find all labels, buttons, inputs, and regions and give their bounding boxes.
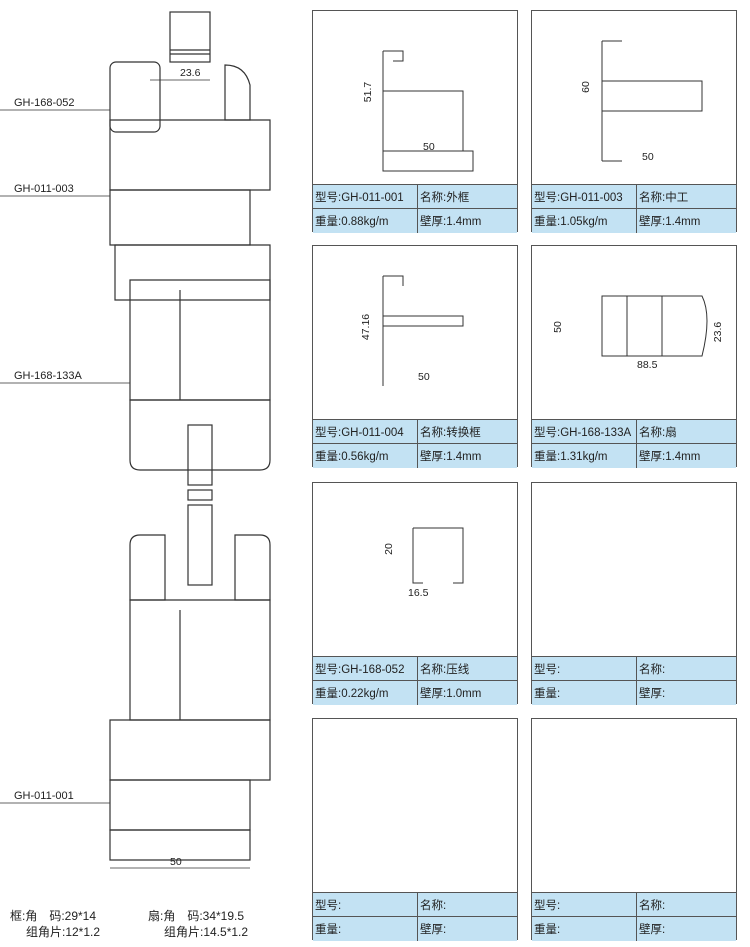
profile-drawing bbox=[313, 719, 517, 892]
wall-thickness: 壁厚: bbox=[639, 688, 666, 700]
weight: 重量:0.56kg/m bbox=[313, 444, 418, 468]
profile-drawing bbox=[532, 483, 736, 656]
profile-dimension: 20 bbox=[382, 543, 395, 555]
sash-accessories: 扇:角 码:34*19.5 组角片:14.5*1.2 bbox=[148, 908, 248, 940]
weight: 重量: bbox=[313, 917, 418, 941]
model-number: 型号: bbox=[532, 657, 637, 681]
assembly-dimension: 50 bbox=[170, 856, 182, 868]
model-number: 型号:GH-011-004 bbox=[313, 420, 418, 444]
profile-info-row: 重量:壁厚: bbox=[532, 680, 736, 705]
profile-dimension: 60 bbox=[579, 81, 592, 93]
profile-drawing: 60 50 bbox=[532, 11, 736, 184]
assembly-label: GH-011-003 bbox=[14, 183, 74, 195]
profile-drawing bbox=[532, 719, 736, 892]
assembly-label: GH-168-052 bbox=[14, 97, 75, 109]
wall-thickness: 壁厚: bbox=[420, 924, 447, 936]
profile-drawing: 50 88.5 23.6 bbox=[532, 246, 736, 419]
model-number: 型号: bbox=[532, 893, 637, 917]
frame-accessories: 框:角 码:29*14 组角片:12*1.2 bbox=[10, 908, 100, 940]
wall-thickness: 壁厚: bbox=[639, 924, 666, 936]
profile-dimension: 47.16 bbox=[360, 313, 373, 341]
profile-dimension: 50 bbox=[418, 371, 430, 383]
assembly-label: GH-011-001 bbox=[14, 790, 74, 802]
frame-corner-spec: 框:角 码:29*14 bbox=[10, 909, 97, 923]
assembly-section-drawing bbox=[0, 11, 271, 869]
profile-dimension: 23.6 bbox=[712, 321, 725, 343]
profile-drawing: 20 16.5 bbox=[313, 483, 517, 656]
sash-piece-spec: 组角片:14.5*1.2 bbox=[164, 925, 249, 939]
wall-thickness: 壁厚:1.0mm bbox=[420, 688, 482, 700]
frame-piece-spec: 组角片:12*1.2 bbox=[26, 925, 101, 939]
assembly-label: GH-168-133A bbox=[14, 370, 82, 382]
profile-info-row: 型号:名称: bbox=[313, 892, 517, 917]
wall-thickness: 壁厚:1.4mm bbox=[420, 216, 482, 228]
weight: 重量:0.88kg/m bbox=[313, 209, 418, 233]
weight: 重量:0.22kg/m bbox=[313, 681, 418, 705]
weight: 重量:1.05kg/m bbox=[532, 209, 637, 233]
profile-name: 名称: bbox=[639, 900, 666, 912]
profile-card: 型号:名称: 重量:壁厚: bbox=[531, 718, 737, 941]
profile-info-row: 重量:壁厚: bbox=[532, 916, 736, 941]
weight: 重量: bbox=[532, 917, 637, 941]
wall-thickness: 壁厚:1.4mm bbox=[420, 451, 482, 463]
profile-card: 型号:名称: 重量:壁厚: bbox=[312, 718, 518, 941]
profile-name: 名称:中工 bbox=[639, 192, 689, 204]
profile-name: 名称:扇 bbox=[639, 427, 677, 439]
profile-dimension: 50 bbox=[423, 141, 435, 153]
profile-dimension: 50 bbox=[551, 321, 564, 333]
profile-dimension: 16.5 bbox=[408, 587, 429, 599]
profile-info-row: 型号:名称: bbox=[532, 892, 736, 917]
wall-thickness: 壁厚:1.4mm bbox=[639, 451, 701, 463]
profile-info-row: 重量:壁厚: bbox=[313, 916, 517, 941]
model-number: 型号: bbox=[313, 893, 418, 917]
profile-drawing: 51.7 50 bbox=[313, 11, 517, 184]
profile-name: 名称:外框 bbox=[420, 192, 470, 204]
profile-drawing: 47.16 50 bbox=[313, 246, 517, 419]
profile-dimension: 88.5 bbox=[637, 359, 658, 371]
profile-name: 名称:压线 bbox=[420, 664, 470, 676]
weight: 重量: bbox=[532, 681, 637, 705]
profile-info-row: 型号:名称: bbox=[532, 656, 736, 681]
model-number: 型号:GH-011-001 bbox=[313, 185, 418, 209]
weight: 重量:1.31kg/m bbox=[532, 444, 637, 468]
profile-dimension: 50 bbox=[642, 151, 654, 163]
profile-card: 型号:名称: 重量:壁厚: bbox=[531, 482, 737, 705]
profile-name: 名称:转换框 bbox=[420, 427, 481, 439]
sash-corner-spec: 扇:角 码:34*19.5 bbox=[148, 909, 245, 923]
assembly-dimension: 23.6 bbox=[180, 67, 201, 79]
model-number: 型号:GH-168-133A bbox=[532, 420, 637, 444]
wall-thickness: 壁厚:1.4mm bbox=[639, 216, 701, 228]
profile-name: 名称: bbox=[639, 664, 666, 676]
profile-name: 名称: bbox=[420, 900, 447, 912]
model-number: 型号:GH-011-003 bbox=[532, 185, 637, 209]
model-number: 型号:GH-168-052 bbox=[313, 657, 418, 681]
profile-dimension: 51.7 bbox=[362, 81, 375, 103]
